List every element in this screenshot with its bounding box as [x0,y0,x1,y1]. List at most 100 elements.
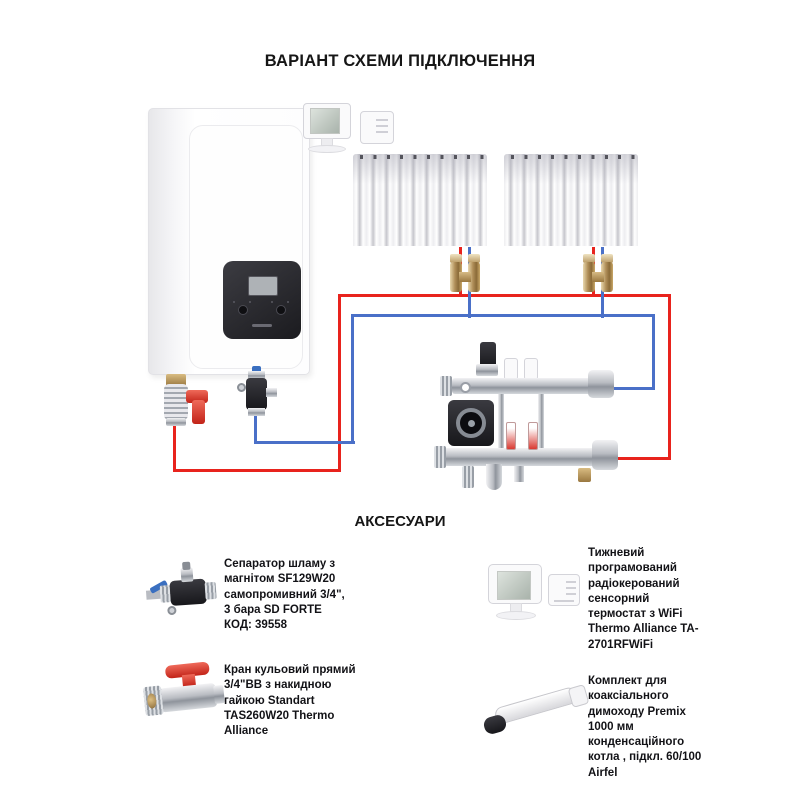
flue-tube [493,685,579,726]
pipe-supply-right-down [668,294,671,460]
valve-red-lever-vertical [192,400,205,424]
valve-bridge [459,272,471,282]
unit-line [566,581,576,583]
thermostat-screen [497,571,531,600]
manifold-cap [504,358,518,380]
flow-meter [506,422,516,450]
dial-tick [249,301,251,303]
manifold-drain-fitting [462,466,474,488]
thermostat-button-line [376,131,388,133]
manifold-top-bar [452,378,602,394]
valve-body [450,262,462,292]
manifold-right-valve-top [588,370,614,398]
valve-body [583,262,595,292]
manifold-bracket [538,378,544,466]
valve-body [601,262,613,292]
circulation-pump [448,400,494,446]
pipe-return-main [351,314,655,317]
pipe-supply-to-manifold [601,457,671,460]
manifold-drain-stub [514,466,524,482]
valve-top-nut [166,374,186,386]
accessory-text: Тижневий програмований радіокерований се… [588,547,699,651]
separator-cap-chain [237,383,246,392]
pipe-return-to-manifold [598,387,655,390]
pipe-supply-riser [338,294,341,472]
pump-face [456,408,486,438]
manifold-assembly [434,342,620,496]
flue-elbow [567,684,590,708]
valve-cap [601,254,613,263]
valve-body [468,262,480,292]
separator-body [169,578,207,607]
thermostat-wall-unit [548,574,580,606]
unit-line [554,600,574,602]
accessory-text: Сепаратор шламу з магнітом SF129W20 само… [224,558,345,632]
pipe-supply-bottom [173,469,341,472]
separator-side-port [266,388,277,397]
separator-right-nut [204,581,217,600]
ball-valve-image [141,660,229,732]
flow-meter [528,422,538,450]
dial-tick [271,301,273,303]
thermostat-button-line [376,119,388,121]
sludge-separator [236,366,280,420]
air-vent [480,342,496,368]
valve-brass-inlet [146,693,158,709]
valve-cap [468,254,480,263]
manifold-cap [524,358,538,380]
pipe-return-riser [351,314,354,444]
manifold-drain-elbow [486,464,502,490]
valve-cap [450,254,462,263]
pipe-supply-main [338,294,671,297]
boiler-display [248,276,278,296]
valve-chrome-body [164,384,188,420]
manifold-brass-outlet [578,468,591,482]
unit-line [566,587,576,589]
boiler-dial-left [238,305,248,315]
accessory-text: Кран кульовий прямий 3/4"ВВ з накидною г… [224,664,356,738]
separator-top-nut [248,371,265,379]
pipe-return-right-down [652,314,655,390]
boiler [148,108,310,375]
separator-body [246,378,267,410]
valve-red-lever-horizontal [186,390,208,403]
accessories-heading: АКСЕСУАРИ [354,513,446,530]
ball-valve-red-handle [156,374,208,428]
page-title: ВАРІАНТ СХЕМИ ПІДКЛЮЧЕННЯ [264,52,536,70]
thermostat-base [308,145,346,153]
separator-chain-cap [167,605,177,616]
boiler-brand-logo [252,324,272,327]
coaxial-flue-image [482,676,590,738]
boiler-control-panel [223,261,301,339]
accessory-text: Комплект для коаксіального димоходу Prem… [588,675,702,779]
manifold-left-fitting-top [440,376,452,396]
manifold-bottom-bar [444,448,606,466]
valve-bottom-fitting [166,418,186,426]
pipe-return-separator-down [254,410,257,444]
radiator-valve-right [582,254,614,296]
thermostat-base [496,611,536,620]
radiator-left [353,154,487,246]
boiler-dial-right [276,305,286,315]
wifi-thermostat-image [486,562,584,626]
sludge-separator-image [144,555,226,624]
thermostat-with-stand [303,103,351,153]
separator-top-cap [182,561,191,571]
separator-bottom-nut [248,408,265,416]
thermostat-button-line [376,125,388,127]
thermostat-screen [310,108,340,134]
dial-tick [233,301,235,303]
air-vent-base [476,364,498,376]
unit-line [566,593,576,595]
radiator-right [504,154,638,246]
valve-bridge [592,272,604,282]
valve-body [159,682,218,713]
dial-tick [287,301,289,303]
separator-blue-knob [252,366,261,373]
manifold-right-valve-bottom [592,440,618,470]
radiator-valve-left [449,254,481,296]
thermostat-wall-unit [360,111,394,144]
pipe-return-bottom [254,441,355,444]
valve-union-nut [142,685,164,717]
